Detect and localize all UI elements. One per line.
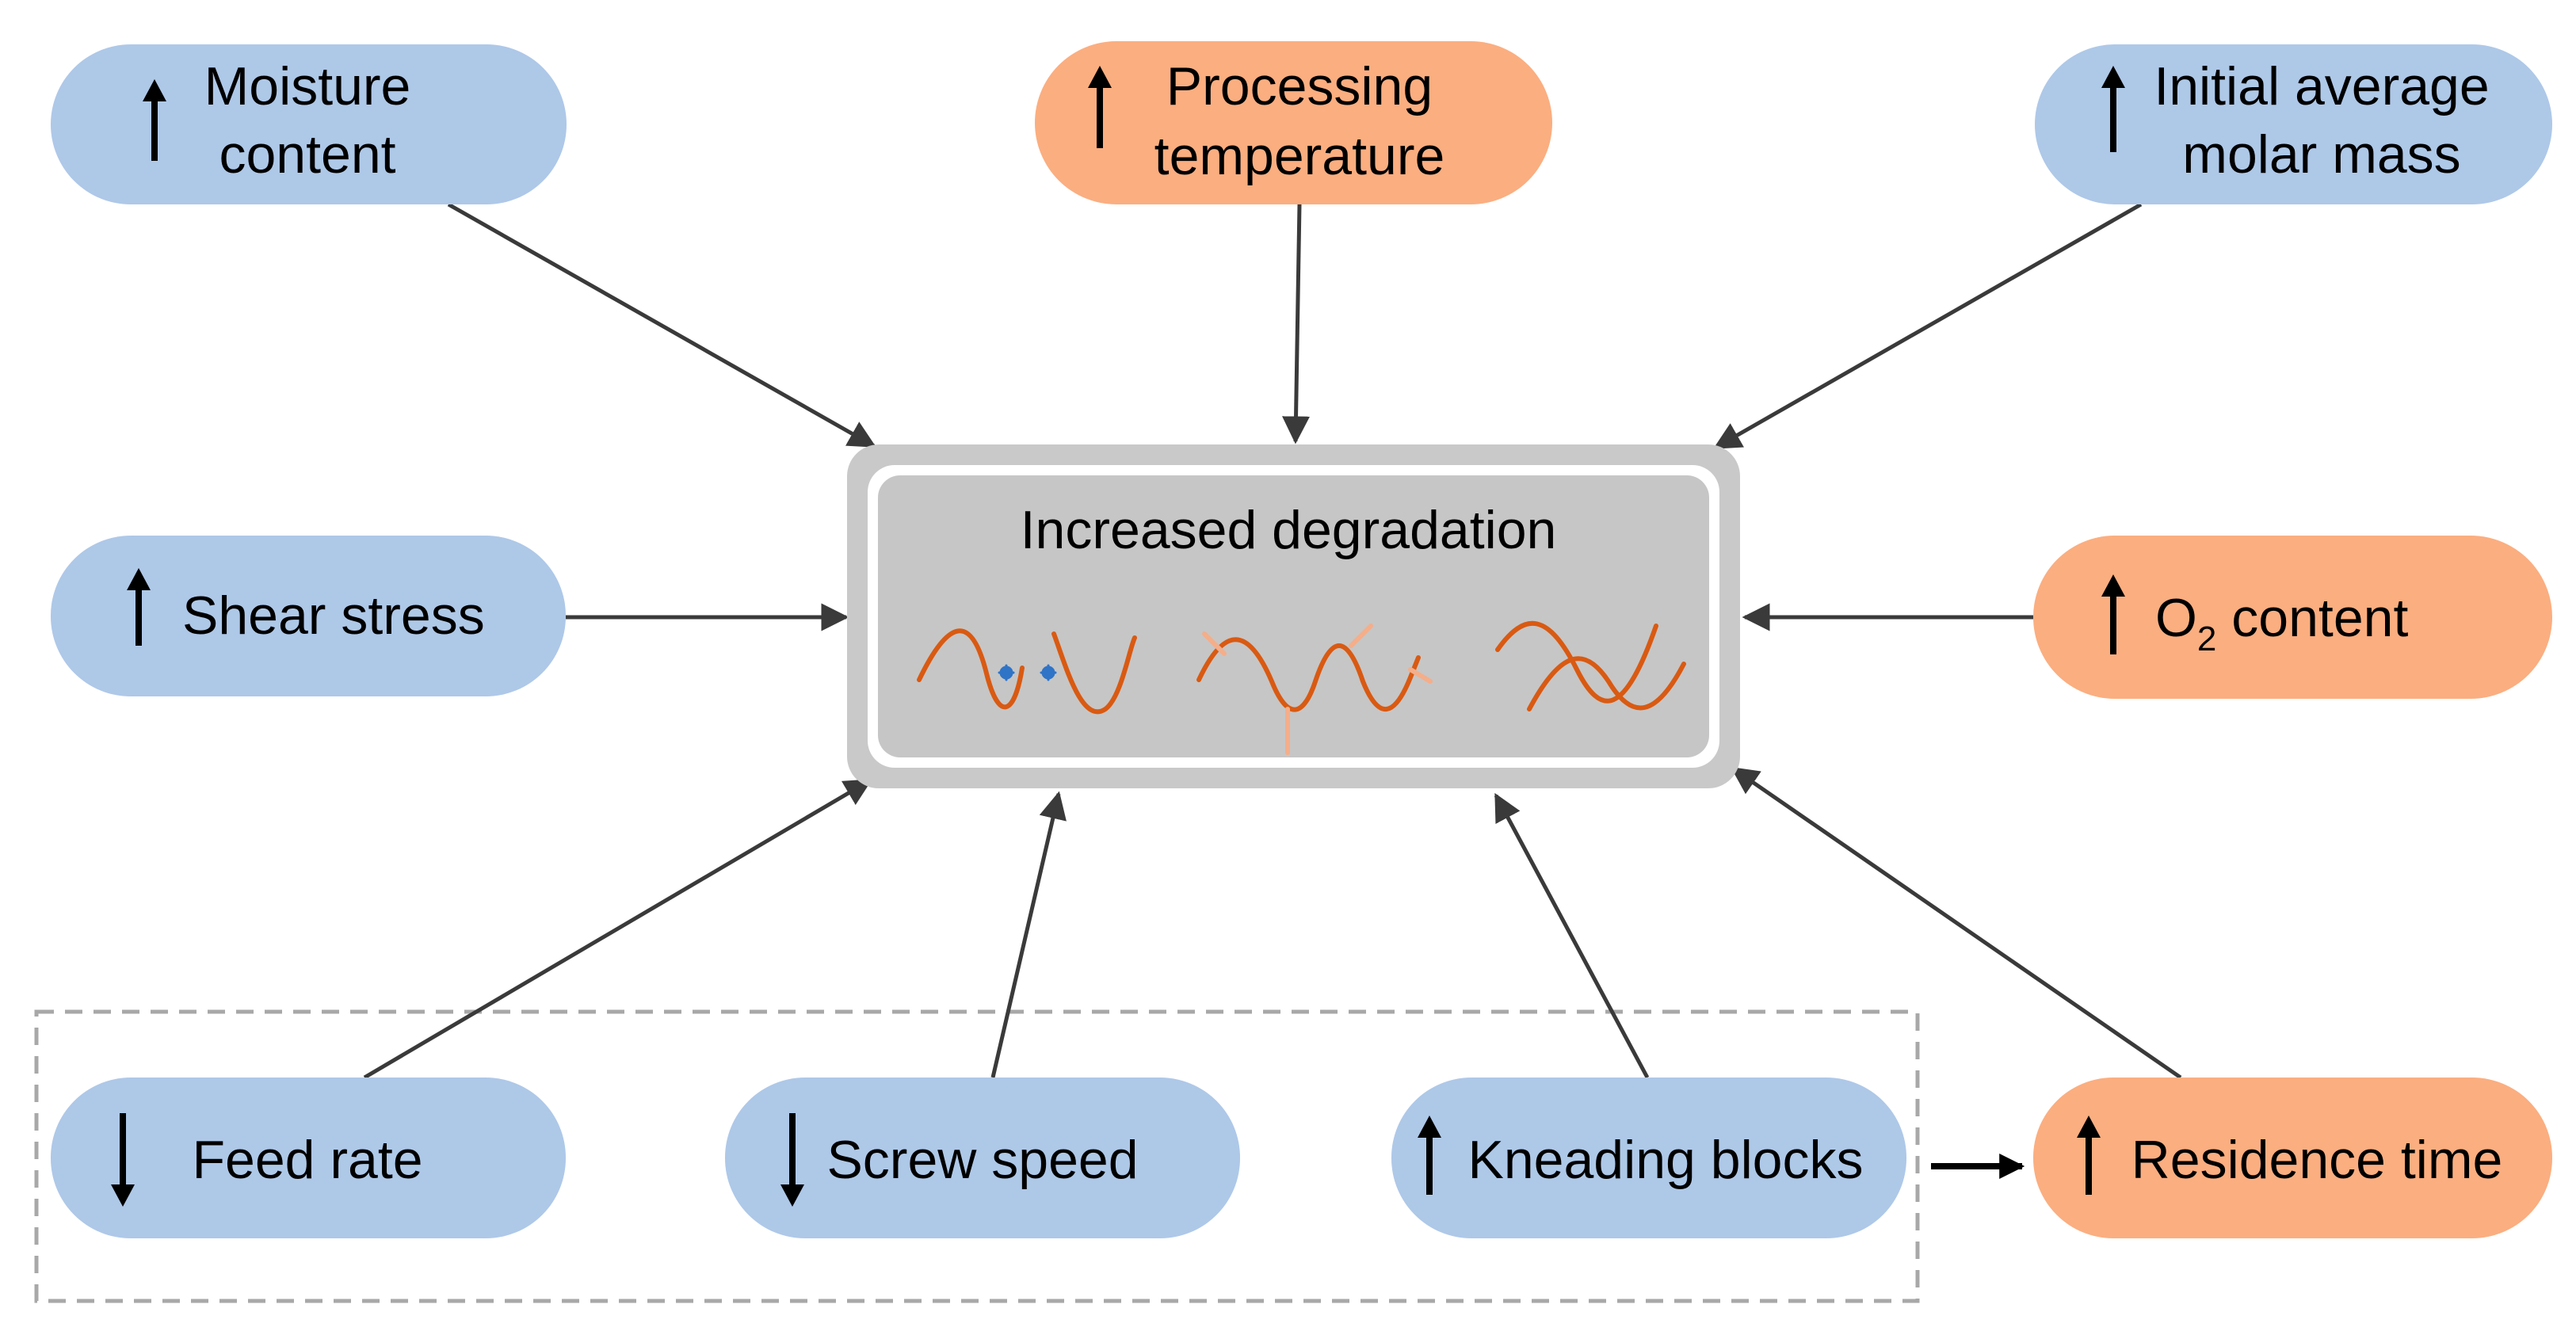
factor-moisture-content: Moisture content [51, 44, 567, 204]
label-screw-speed: Screw speed [826, 1130, 1138, 1190]
factor-feed-rate: Feed rate [51, 1078, 566, 1238]
center-box-inner [878, 475, 1709, 757]
arrow-temperature-to-center [1282, 204, 1311, 444]
polymer-chain-crosslinking-icon [1495, 620, 1686, 711]
center-title: Increased degradation [1021, 500, 1557, 560]
factor-o2-content: O2 content [2033, 536, 2552, 699]
arrow-up-icon [127, 568, 151, 646]
label-shear-stress: Shear stress [182, 585, 485, 646]
label-kneading-blocks: Kneading blocks [1467, 1130, 1863, 1190]
pill-screw-speed [725, 1078, 1240, 1238]
arrow-up-icon [2077, 1116, 2101, 1195]
label-o2-subscript: 2 [2197, 620, 2216, 658]
label-moisture-line2: content [219, 124, 395, 185]
label-molar-mass-line1: Initial average [2154, 56, 2489, 116]
arrow-up-icon [1418, 1116, 1441, 1195]
pill-o2-content [2033, 536, 2552, 699]
label-moisture-line1: Moisture [204, 56, 411, 116]
factor-initial-molar-mass: Initial average molar mass [2035, 44, 2552, 204]
arrow-moisture-to-center [447, 202, 877, 448]
pill-moisture-content [51, 44, 567, 204]
label-residence-time: Residence time [2131, 1130, 2503, 1190]
arrow-screw-speed-to-center [990, 791, 1067, 1078]
center-box: Increased degradation [847, 444, 1740, 788]
arrow-up-icon [2101, 66, 2125, 152]
label-temperature-line2: temperature [1154, 126, 1445, 186]
label-o2-main: O [2155, 588, 2197, 648]
pill-kneading-blocks [1391, 1078, 1906, 1238]
arrow-up-icon [1088, 66, 1112, 148]
factor-kneading-blocks: Kneading blocks [1391, 1078, 1906, 1238]
polymer-chain-scission-icon [917, 628, 1137, 714]
pill-processing-temperature [1035, 41, 1552, 204]
connector-arrows [363, 202, 2182, 1080]
extruder-settings-group-box [34, 1009, 1920, 1303]
arrow-down-icon [111, 1113, 135, 1207]
label-molar-mass-line2: molar mass [2182, 124, 2460, 185]
arrow-molar-mass-to-center [1712, 202, 2143, 450]
arrow-up-icon [143, 79, 166, 161]
factor-processing-temperature: Processing temperature [1035, 41, 1552, 204]
arrow-down-icon [780, 1113, 804, 1207]
arrow-residence-to-center [1731, 766, 2182, 1080]
polymer-chain-branching-icon [1196, 624, 1433, 755]
factor-screw-speed: Screw speed [725, 1078, 1240, 1238]
pill-initial-molar-mass [2035, 44, 2552, 204]
label-temperature-line1: Processing [1166, 56, 1433, 116]
factor-shear-stress: Shear stress [51, 536, 566, 696]
label-o2-rest: content [2216, 588, 2408, 648]
arrow-up-icon [2101, 574, 2125, 654]
factor-residence-time: Residence time [2033, 1078, 2552, 1238]
label-o2-content: O2 content [2155, 588, 2408, 658]
arrow-feed-rate-to-center [363, 778, 873, 1080]
pill-residence-time [2033, 1078, 2552, 1238]
pill-feed-rate [51, 1078, 566, 1238]
pill-shear-stress [51, 536, 566, 696]
label-feed-rate: Feed rate [192, 1130, 422, 1190]
arrow-kneading-to-center [1494, 792, 1650, 1079]
